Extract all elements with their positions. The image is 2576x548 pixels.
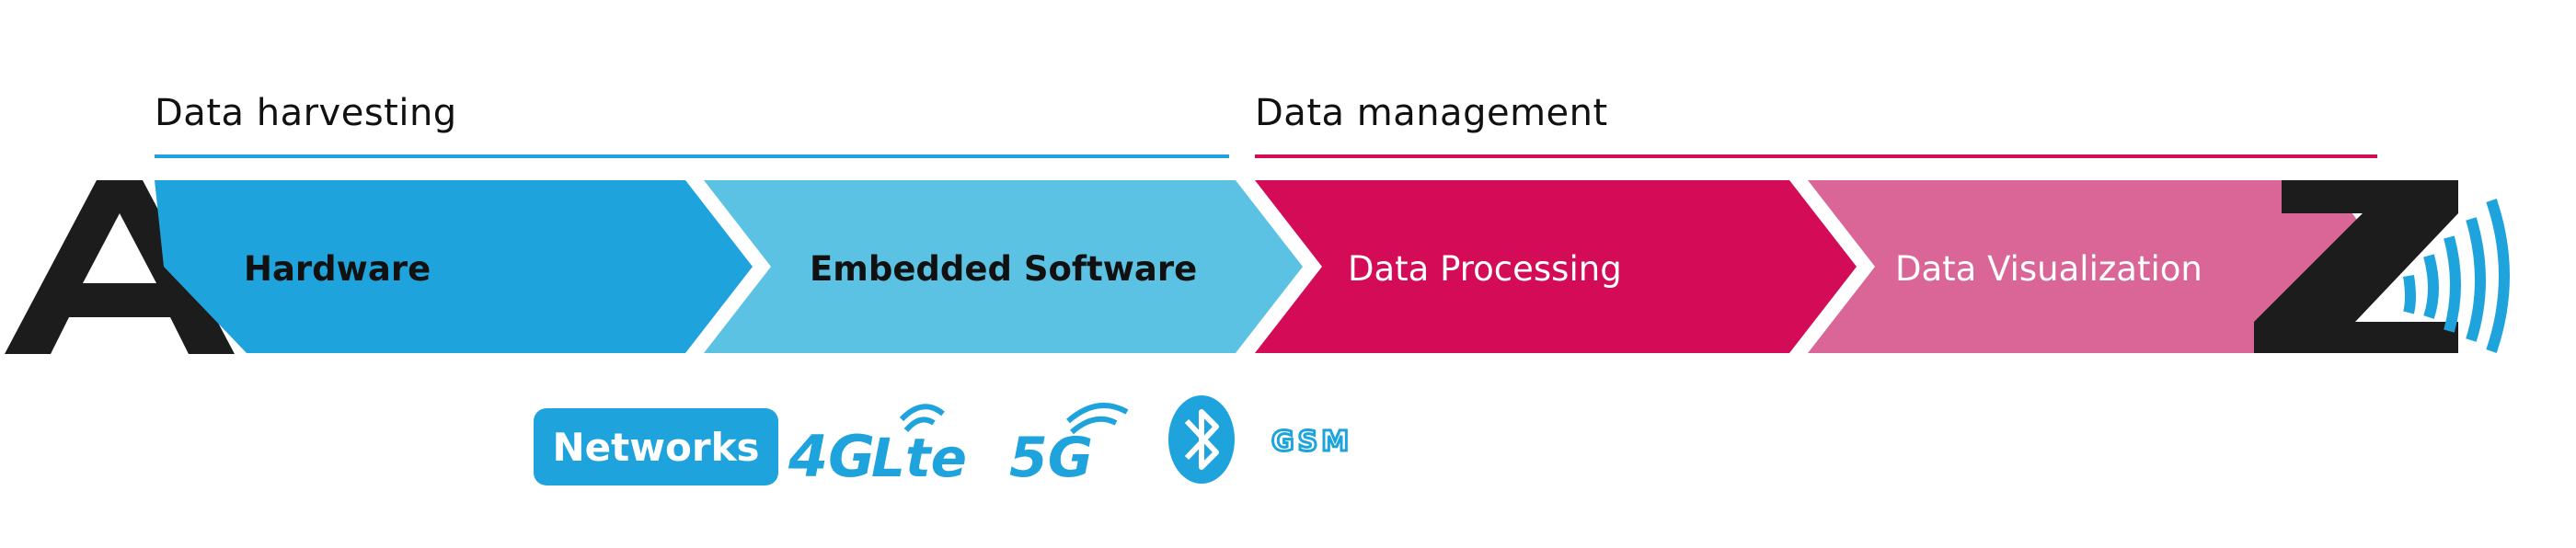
gsm-logo: GSM <box>1271 425 1352 460</box>
5g-text: 5G <box>1009 426 1093 487</box>
letter-a-logo <box>5 180 235 354</box>
stage-data-processing-chevron <box>1255 180 1857 353</box>
5g-logo: 5G <box>1009 403 1129 487</box>
stage-hardware-chevron <box>155 180 753 353</box>
stage-embedded-software-chevron <box>704 180 1303 353</box>
networks-badge: Networks <box>534 408 778 485</box>
section-line-data-harvesting <box>155 154 1229 158</box>
section-title-data-harvesting: Data harvesting <box>155 92 457 134</box>
letter-z-logo <box>2254 180 2510 353</box>
bluetooth-logo <box>1168 395 1235 484</box>
signal-waves-icon <box>2403 199 2510 353</box>
4g-text: 4G <box>788 423 875 487</box>
lte-signal-icon <box>899 404 945 432</box>
lte-text: Lte <box>871 427 967 487</box>
4g-lte-logo: 4G Lte <box>788 404 967 487</box>
section-line-data-management <box>1255 154 2377 158</box>
section-title-data-management: Data management <box>1255 92 1608 134</box>
gsm-text: GSM <box>1271 426 1352 458</box>
letter-z-shape <box>2254 180 2458 353</box>
stage-label-data-processing: Data Processing <box>1348 249 1622 289</box>
5g-signal-icon <box>1066 403 1129 435</box>
letter-a-counter <box>83 213 156 283</box>
stage-data-visualization-chevron <box>1808 180 2378 353</box>
pipeline-diagram: Hardware Embedded Software Data Processi… <box>5 180 2510 354</box>
stage-label-hardware: Hardware <box>244 249 431 289</box>
stage-label-embedded-software: Embedded Software <box>810 249 1197 289</box>
stage-label-data-visualization: Data Visualization <box>1895 249 2202 289</box>
